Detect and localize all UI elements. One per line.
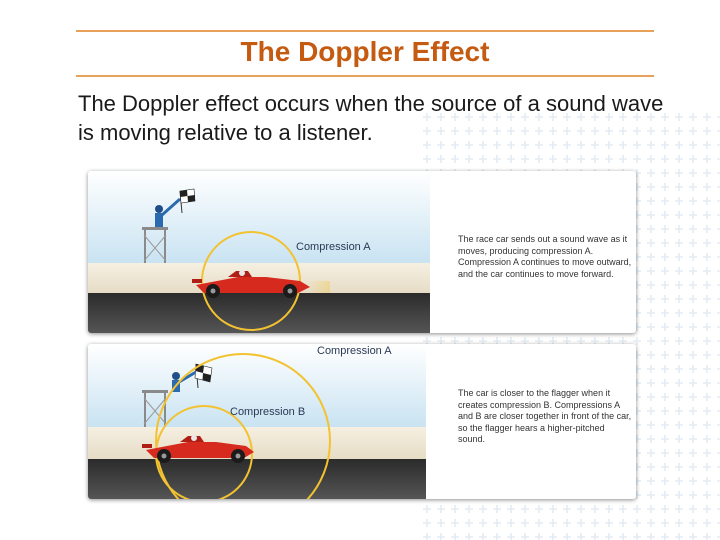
compression-a-wave-2 bbox=[155, 353, 331, 499]
title-bottom-rule bbox=[76, 75, 654, 77]
compression-a-label: Compression A bbox=[296, 241, 371, 253]
figure-bottom-caption: The car is closer to the flagger when it… bbox=[458, 388, 632, 444]
doppler-figure-compression-b: Compression A Compression B The car is c… bbox=[88, 344, 636, 499]
race-scene-illustration-2 bbox=[88, 344, 426, 499]
figure-top-caption: The race car sends out a sound wave as i… bbox=[458, 234, 632, 279]
slide-body-text: The Doppler effect occurs when the sourc… bbox=[78, 91, 664, 145]
race-scene-illustration bbox=[88, 171, 430, 333]
compression-b-label: Compression B bbox=[230, 406, 306, 418]
race-car-icon-2 bbox=[142, 435, 254, 463]
flagger-tower-icon bbox=[142, 197, 181, 263]
doppler-figure-compression-a: Compression A The race car sends out a s… bbox=[88, 171, 636, 333]
race-car-icon bbox=[192, 270, 330, 298]
slide-title: The Doppler Effect bbox=[240, 36, 490, 67]
title-top-rule bbox=[76, 30, 654, 32]
compression-a-label-2: Compression A bbox=[317, 345, 392, 357]
checkered-flag-icon bbox=[179, 188, 196, 214]
checkered-flag-icon-2 bbox=[194, 363, 213, 389]
